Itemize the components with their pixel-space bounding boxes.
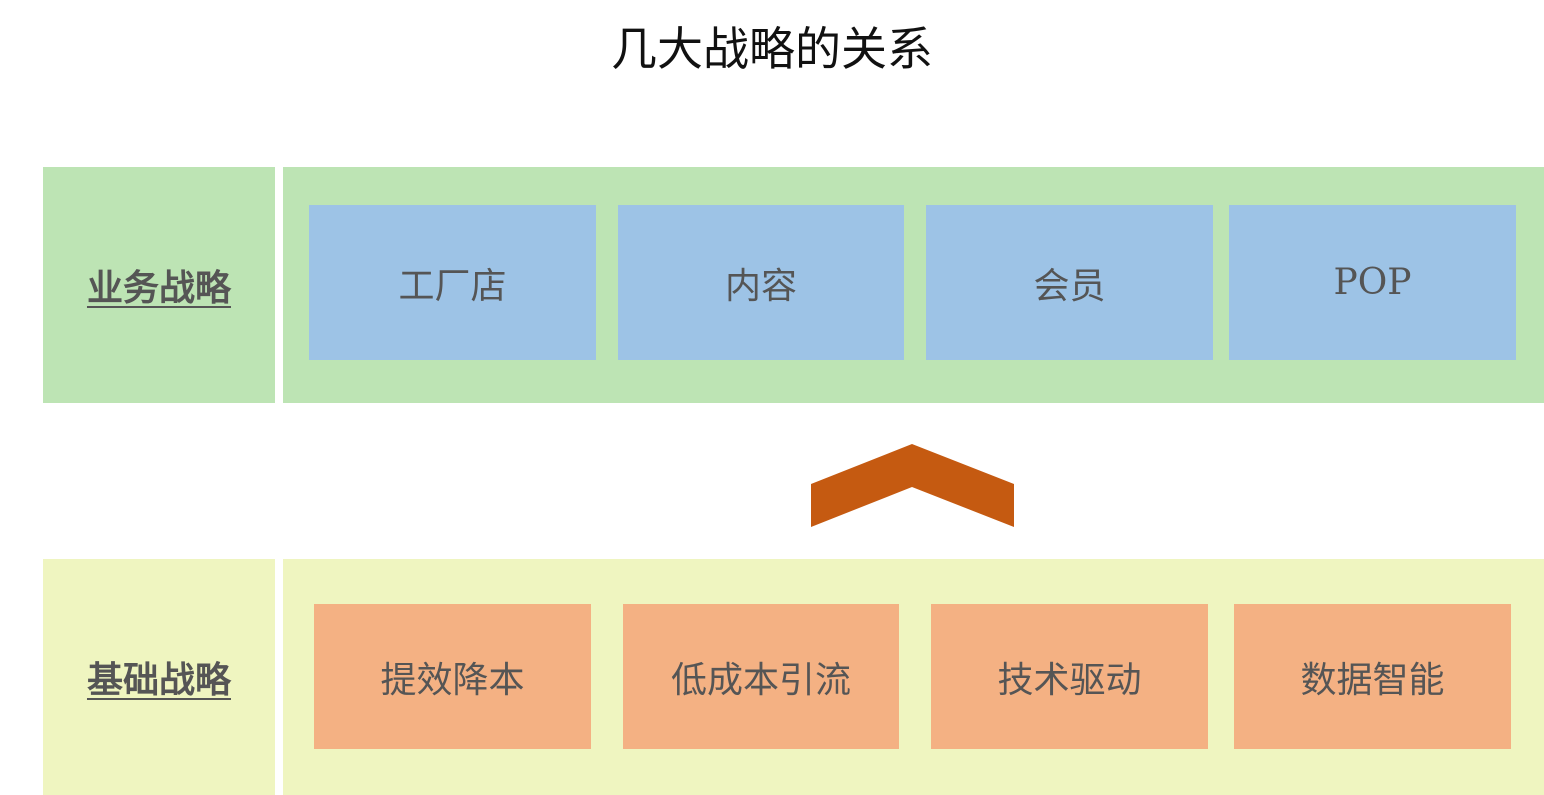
chevron-up-icon: [811, 444, 1014, 527]
business-item-factory-store: 工厂店: [309, 205, 596, 360]
foundation-item-tech-driven: 技术驱动: [931, 604, 1208, 749]
foundation-strategy-label: 基础战略: [86, 659, 231, 701]
foundation-item-data-intelligence: 数据智能: [1234, 604, 1511, 749]
diagram-title: 几大战略的关系: [611, 22, 933, 76]
business-item-content: 内容: [618, 205, 904, 360]
business-item-membership: 会员: [926, 205, 1213, 360]
business-item-pop: POP: [1229, 205, 1516, 360]
business-strategy-label: 业务战略: [86, 267, 231, 309]
business-strategy-label-cell: 业务战略: [43, 167, 275, 403]
foundation-item-low-cost-traffic: 低成本引流: [623, 604, 899, 749]
foundation-strategy-label-cell: 基础战略: [43, 559, 275, 795]
foundation-item-efficiency: 提效降本: [314, 604, 591, 749]
